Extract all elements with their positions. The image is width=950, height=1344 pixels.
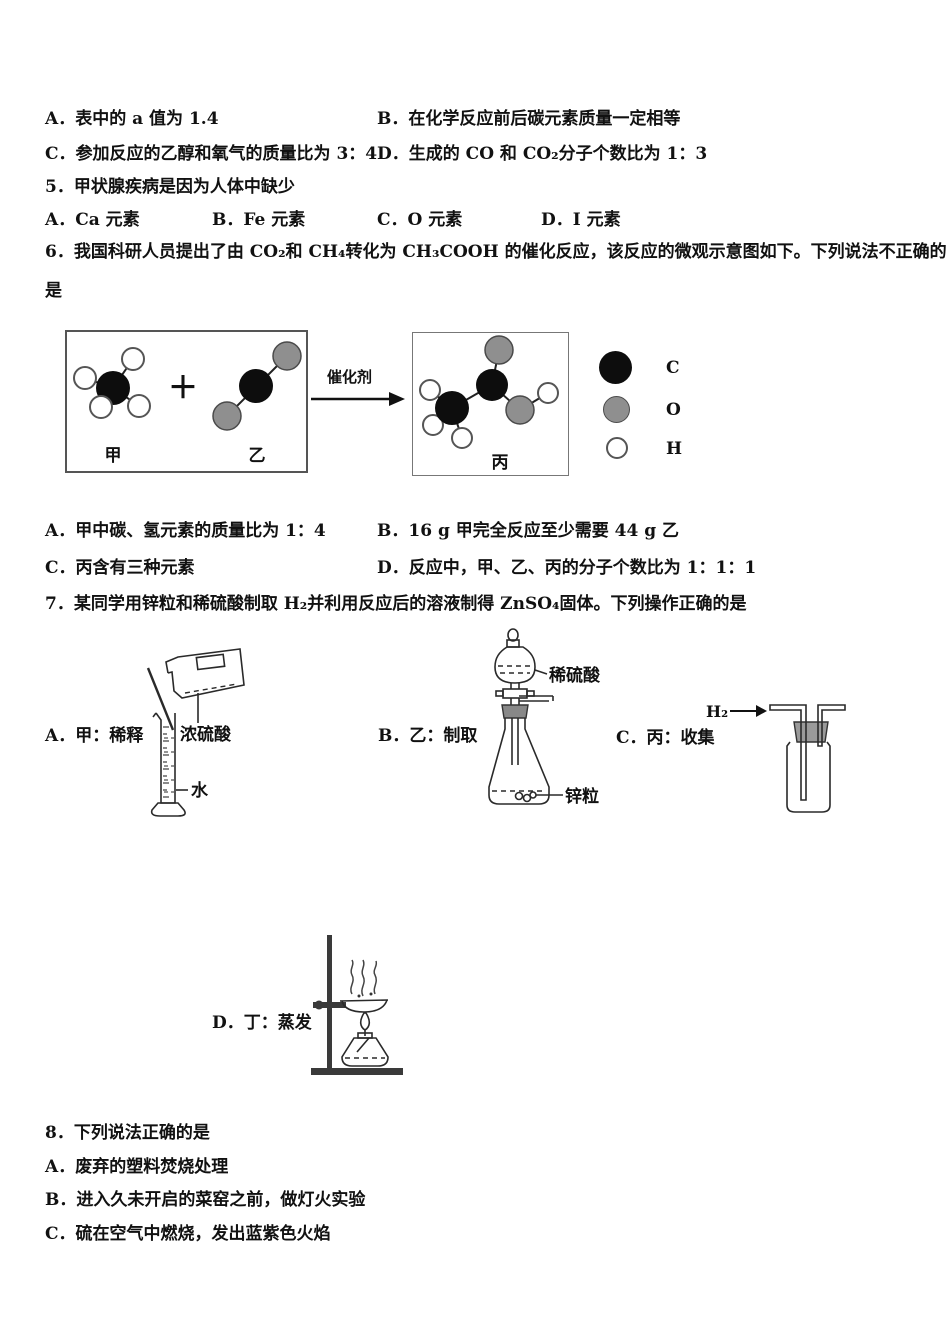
carbon-atom [435, 391, 469, 425]
outlet-tube [817, 704, 846, 747]
rubber-stopper [501, 704, 529, 719]
hydrogen-atom [89, 395, 113, 419]
dilute-acid-label: 稀硫酸 [549, 665, 601, 686]
oxygen-atom [212, 401, 242, 431]
q8-stem: 8．下列说法正确的是 [45, 1123, 210, 1143]
q7-option-b: B．乙：制取 [378, 726, 478, 746]
stand-base [311, 1068, 403, 1075]
product-molecule-diagram: 丙 [419, 335, 559, 473]
bottle-stopper [793, 721, 829, 743]
q5-stem: 5．甲状腺疾病是因为人体中缺少 [45, 177, 295, 197]
plus-sign: ＋ [168, 371, 198, 406]
generation-apparatus-diagram: 稀硫酸 锌粒 [488, 628, 601, 807]
q8-option-a: A．废弃的塑料焚烧处理 [45, 1157, 229, 1177]
reactant-label-jia: 甲 [105, 446, 122, 466]
reaction-arrow [311, 392, 405, 406]
q6-option-b: B．16 g 甲完全反应至少需要 44 g 乙 [377, 521, 680, 541]
steam-wisps [350, 959, 378, 997]
carbon-dioxide-molecule [212, 341, 302, 431]
legend-hydrogen-symbol: H [666, 439, 683, 459]
q6-option-c: C．丙含有三种元素 [45, 558, 195, 578]
hydrogen-atom [537, 382, 559, 404]
graduated-cylinder [150, 712, 186, 817]
legend-carbon-symbol: C [666, 358, 680, 378]
q8-option-b: B．进入久未开启的菜窑之前，做灯火实验 [45, 1190, 366, 1210]
oxygen-atom [505, 395, 535, 425]
carbon-atom [476, 369, 508, 401]
legend-carbon-circle [599, 351, 632, 384]
q5-option-d: D．I 元素 [541, 210, 621, 230]
separating-funnel [494, 628, 536, 706]
methane-molecule [73, 347, 151, 419]
legend-hydrogen-circle [606, 437, 628, 459]
q7-option-d: D．丁：蒸发 [212, 1013, 312, 1033]
dilution-apparatus-diagram: 浓硫酸 水 [146, 648, 245, 817]
glass-rod [146, 667, 175, 731]
catalyst-label: 催化剂 [327, 368, 373, 386]
q6-option-d: D．反应中，甲、乙、丙的分子个数比为 1：1：1 [377, 558, 757, 578]
legend-oxygen-symbol: O [666, 400, 681, 420]
q8-option-c: C．硫在空气中燃烧，发出蓝紫色火焰 [45, 1224, 331, 1244]
q4-option-a: A．表中的 a 值为 1.4 [45, 109, 219, 129]
alcohol-lamp [341, 1012, 389, 1067]
q4-option-c: C．参加反应的乙醇和氧气的质量比为 3：4 [45, 144, 378, 164]
acetic-acid-molecule [419, 335, 559, 449]
collection-apparatus-diagram: H₂ [706, 702, 846, 813]
zinc-label: 锌粒 [565, 786, 599, 807]
evaporating-dish [339, 992, 389, 1013]
hydrogen-atom [127, 394, 151, 418]
q6-stem-line1: 6．我国科研人员提出了由 CO₂和 CH₄转化为 CH₃COOH 的催化反应，该… [45, 242, 947, 262]
carbon-atom [239, 369, 273, 403]
product-label-bing: 丙 [492, 453, 509, 473]
q7-option-a: A．甲：稀释 [45, 726, 144, 746]
dilute-acid-leader-line [534, 669, 548, 675]
water-label: 水 [191, 780, 209, 801]
q7-stem: 7．某同学用锌粒和稀硫酸制取 H₂并利用反应后的溶液制得 ZnSO₄固体。下列操… [45, 594, 747, 614]
hydrogen-atom [422, 414, 444, 436]
q5-option-b: B．Fe 元素 [212, 210, 306, 230]
inner-tube [511, 718, 519, 765]
oxygen-atom [272, 341, 302, 371]
legend-oxygen-circle [603, 396, 630, 423]
reactant-molecules-diagram: ＋ 甲 乙 [73, 341, 302, 466]
oxygen-atom [484, 335, 514, 365]
erlenmeyer-flask [488, 718, 550, 805]
q5-option-c: C．O 元素 [377, 210, 463, 230]
q6-option-a: A．甲中碳、氢元素的质量比为 1：4 [45, 521, 326, 541]
q7-option-c: C．丙：收集 [616, 728, 715, 748]
q5-option-a: A．Ca 元素 [45, 210, 140, 230]
gas-bottle [786, 741, 831, 813]
concentrated-acid-label: 浓硫酸 [180, 724, 232, 745]
evaporation-apparatus-diagram [311, 935, 403, 1075]
hydrogen-atom [451, 427, 473, 449]
delivery-tube [519, 695, 554, 702]
hydrogen-atom [121, 347, 145, 371]
reactant-label-yi: 乙 [249, 446, 266, 466]
reagent-bottle [165, 648, 245, 699]
q4-option-d: D．生成的 CO 和 CO₂分子个数比为 1：3 [377, 144, 708, 164]
hydrogen-label: H₂ [706, 702, 728, 721]
inlet-tube [769, 704, 807, 801]
hydrogen-atom [419, 379, 441, 401]
stand-clamp [313, 1000, 346, 1010]
hydrogen-atom [73, 366, 97, 390]
q4-option-b: B．在化学反应前后碳元素质量一定相等 [377, 109, 681, 129]
gas-flow-arrow [730, 705, 767, 717]
q6-stem-line2: 是 [45, 281, 62, 301]
